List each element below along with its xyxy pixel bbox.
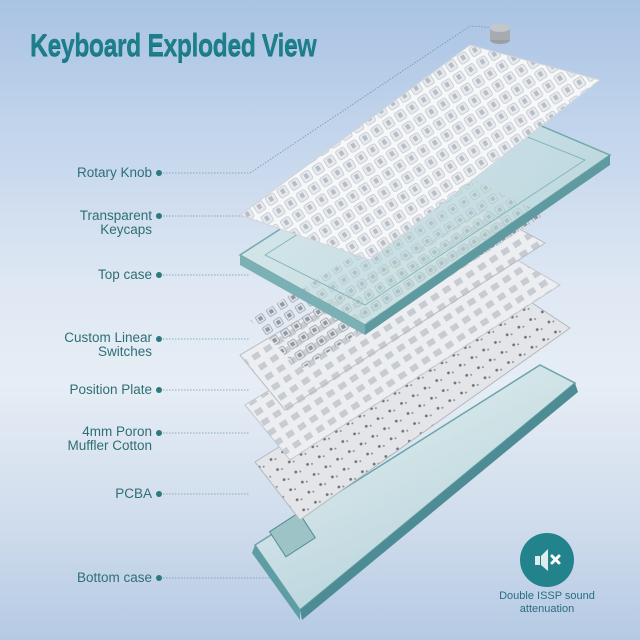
label-text: Keycaps bbox=[100, 222, 152, 237]
label-poron: 4mm Poron Muffler Cotton bbox=[67, 425, 152, 453]
leader-dot bbox=[156, 491, 162, 497]
label-text: Bottom case bbox=[76, 570, 152, 585]
label-text: Muffler Cotton bbox=[67, 438, 152, 453]
label-text: Transparent bbox=[79, 208, 152, 223]
leader-dot bbox=[156, 272, 162, 278]
label-text: Top case bbox=[97, 267, 152, 282]
label-text: Position Plate bbox=[69, 382, 152, 397]
label-text: Rotary Knob bbox=[76, 165, 152, 180]
label-bottom-case: Bottom case bbox=[77, 571, 152, 585]
label-pcba: PCBA bbox=[115, 487, 152, 501]
badge-caption-line: attenuation bbox=[519, 603, 575, 615]
page-title: Keyboard Exploded View bbox=[30, 28, 317, 63]
leader-dot bbox=[156, 387, 162, 393]
label-position-plate: Position Plate bbox=[69, 383, 152, 397]
leader-dot bbox=[156, 575, 162, 581]
badge-caption-line: Double ISSP sound bbox=[499, 590, 595, 602]
label-text: Custom Linear bbox=[64, 330, 152, 345]
speaker-mute-icon bbox=[535, 549, 561, 571]
leader-dot bbox=[156, 430, 162, 436]
leader-dot bbox=[156, 336, 162, 342]
leader-dot bbox=[156, 213, 162, 219]
label-text: 4mm Poron bbox=[82, 424, 152, 439]
sound-attenuation-badge bbox=[520, 533, 574, 587]
badge-caption: Double ISSP sound attenuation bbox=[488, 590, 606, 616]
leader-dot bbox=[156, 170, 162, 176]
label-text: PCBA bbox=[115, 486, 152, 501]
label-rotary-knob: Rotary Knob bbox=[77, 166, 152, 180]
label-switches: Custom Linear Switches bbox=[64, 331, 152, 359]
label-top-case: Top case bbox=[98, 268, 152, 282]
label-text: Switches bbox=[97, 344, 152, 359]
label-keycaps: Transparent Keycaps bbox=[80, 209, 152, 237]
